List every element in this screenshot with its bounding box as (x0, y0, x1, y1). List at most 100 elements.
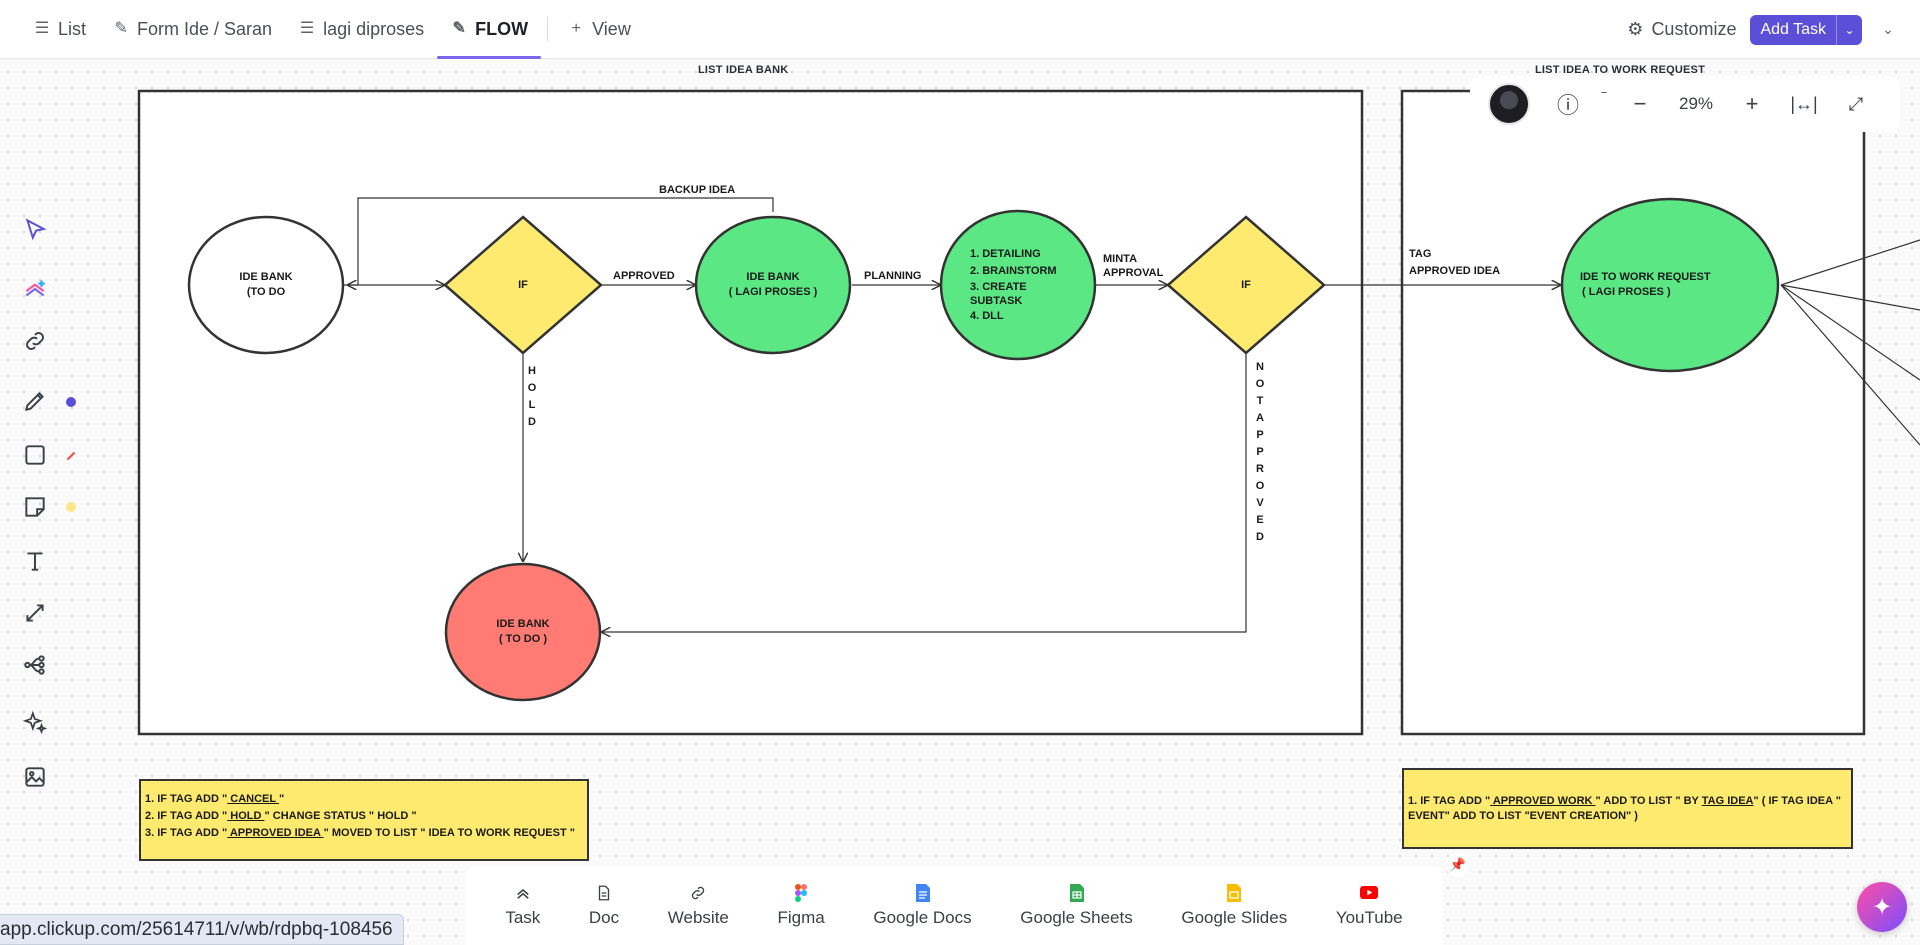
tab-lagi-diproses[interactable]: ☰ lagi diproses (285, 0, 437, 59)
frame-title-right: LIST IDEA TO WORK REQUEST (1535, 64, 1706, 76)
dock-google-slides[interactable]: Google Slides (1181, 883, 1287, 928)
zoom-in-button[interactable]: + (1745, 91, 1759, 116)
select-tool-icon[interactable] (20, 214, 50, 244)
task-icon (514, 884, 532, 902)
dock-task[interactable]: Task (505, 884, 540, 928)
info-icon[interactable]: ⓘ (1556, 93, 1579, 118)
dock-label: Doc (588, 907, 620, 927)
dock-website[interactable]: Website (668, 884, 729, 928)
list-icon: ☰ (299, 20, 315, 37)
node-line: ( TO DO ) (498, 633, 548, 645)
tab-list[interactable]: ☰ List (20, 0, 99, 59)
dock-doc[interactable]: Doc (589, 884, 619, 928)
sticky-note-left[interactable]: 1. IF TAG ADD " CANCEL " 2. IF TAG ADD "… (139, 779, 589, 861)
tab-label: lagi diproses (323, 18, 425, 39)
node-line: IDE BANK (239, 271, 293, 283)
connector-tool-icon[interactable] (20, 598, 50, 628)
mindmap-tool-icon[interactable] (20, 650, 50, 680)
tab-divider (547, 17, 549, 41)
fit-width-icon[interactable]: |↔| (1790, 93, 1818, 114)
node-ide-bank-lagi-text: IDE BANK ( LAGI PROSES ) (703, 260, 843, 310)
edge-label-backup: BACKUP IDEA (659, 184, 736, 196)
google-slides-icon (1225, 883, 1243, 902)
note-underlined: CANCEL (227, 793, 279, 805)
node-if-1-text: IF (518, 278, 528, 291)
node-line: IDE TO WORK REQUEST (1580, 271, 1711, 283)
edge-fanout (1780, 239, 1920, 446)
node-detailing-text: 1. DETAILING 2. BRAINSTORM 3. CREATE SUB… (970, 242, 1080, 328)
edge-line: APPROVAL (1103, 267, 1164, 279)
note-underlined: HOLD (227, 810, 265, 822)
shape-tool-icon[interactable] (20, 440, 50, 470)
note-text: " CHANGE STATUS " HOLD " (264, 810, 417, 822)
tab-label: List (58, 18, 87, 39)
tab-label: FLOW (475, 18, 529, 39)
text-tool-icon[interactable] (20, 546, 50, 576)
sticky-color-dot[interactable] (66, 502, 76, 512)
ai-assistant-button[interactable]: ✦ (1857, 882, 1907, 932)
plus-icon: + (571, 20, 581, 37)
zoom-out-button[interactable]: − (1633, 91, 1647, 116)
dock-google-docs[interactable]: Google Docs (873, 883, 972, 928)
note-underlined: APPROVED WORK (1490, 795, 1596, 807)
pen-icon[interactable] (20, 386, 50, 416)
link-icon (689, 884, 707, 902)
node-ide-bank-todo (187, 215, 345, 355)
edge-label-minta: MINTA APPROVAL (1103, 252, 1163, 280)
dock-google-sheets[interactable]: Google Sheets (1020, 883, 1133, 928)
frame-list-idea-bank (137, 89, 1364, 736)
status-url: app.clickup.com/25614711/v/wb/rdpbq-1084… (0, 914, 404, 945)
dock-figma[interactable]: Figma (777, 883, 825, 928)
node-if-1 (443, 215, 603, 355)
add-task-button[interactable]: Add Task ⌄ (1750, 14, 1862, 45)
fullscreen-icon[interactable]: ⤢ (1848, 93, 1864, 114)
note-text: 1. IF TAG ADD " (1408, 795, 1491, 807)
pin-icon[interactable]: 📌 (1446, 853, 1470, 877)
node-line: IDE BANK (746, 271, 800, 283)
edge-line: APPROVED IDEA (1409, 265, 1501, 277)
note-text: " ADD TO LIST " BY (1595, 795, 1702, 807)
customize-button[interactable]: ⚙ Customize (1627, 19, 1736, 40)
collapse-chevron-icon[interactable]: ⌄ (1882, 21, 1894, 37)
sticky-note-icon[interactable] (20, 492, 50, 522)
link-icon[interactable] (20, 326, 50, 356)
add-view-button[interactable]: + View (554, 0, 644, 59)
node-ide-to-work-request (1560, 197, 1780, 373)
sticky-note-right[interactable]: 1. IF TAG ADD " APPROVED WORK " ADD TO L… (1402, 768, 1853, 849)
add-task-label: Add Task (1760, 20, 1826, 38)
dock-label: Figma (777, 907, 825, 927)
google-docs-icon (914, 883, 932, 902)
tab-form[interactable]: ✎ Form Ide / Saran (99, 0, 285, 59)
dock-label: Task (505, 907, 541, 927)
dock-label: YouTube (1335, 907, 1403, 927)
clickup-object-tool-icon[interactable] (20, 274, 50, 304)
dock-youtube[interactable]: YouTube (1336, 884, 1403, 928)
node-work-request-text: IDE TO WORK REQUEST ( LAGI PROSES ) (1580, 260, 1760, 310)
note-line-2: 2. IF TAG ADD " HOLD " CHANGE STATUS " H… (145, 808, 583, 825)
node-line: (TO DO (246, 286, 286, 298)
google-sheets-icon (1068, 883, 1086, 902)
frame-title-left: LIST IDEA BANK (698, 64, 789, 76)
node-line: ( LAGI PROSES ) (728, 286, 818, 298)
note-text: " ( IF TAG IDEA " EVENT" ADD TO LIST "EV… (1408, 795, 1841, 822)
pen-color-dot[interactable] (66, 397, 76, 407)
chevron-down-icon[interactable]: ⌄ (1836, 14, 1862, 45)
ai-sparkle-tool-icon[interactable] (20, 708, 50, 738)
edge-not-approved (602, 353, 1247, 632)
customize-label: Customize (1651, 19, 1737, 39)
edge-label-tag: TAG APPROVED IDEA (1409, 246, 1500, 280)
dock-label: Google Docs (873, 907, 972, 927)
node-ide-bank-red-text: IDE BANK ( TO DO ) (453, 607, 593, 657)
list-icon: ☰ (34, 20, 50, 37)
node-line: 3. CREATE (970, 280, 1027, 293)
dock-label: Google Sheets (1020, 907, 1133, 927)
tab-label: Form Ide / Saran (137, 18, 273, 39)
image-tool-icon[interactable] (20, 762, 50, 792)
node-ide-bank-red (444, 562, 602, 702)
edge-label-approved: APPROVED (613, 270, 675, 282)
gear-icon: ⚙ (1627, 19, 1644, 39)
avatar[interactable] (1488, 83, 1530, 125)
frame-list-idea-to-work-request (1400, 89, 1866, 736)
tab-flow[interactable]: ✎ FLOW (437, 0, 542, 59)
